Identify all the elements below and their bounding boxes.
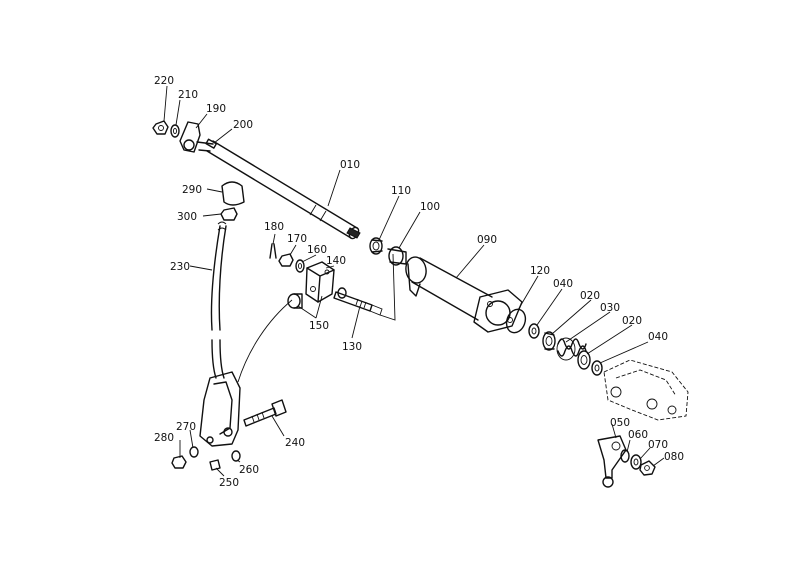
label-130: 130 <box>342 341 362 353</box>
label-110: 110 <box>391 185 411 197</box>
pin-200 <box>205 138 218 149</box>
label-140: 140 <box>326 255 346 267</box>
pin-130 <box>333 287 383 316</box>
washer-070 <box>630 454 642 470</box>
label-190: 190 <box>206 103 226 115</box>
label-030: 030 <box>600 302 620 314</box>
label-070: 070 <box>648 439 668 451</box>
label-060: 060 <box>628 429 648 441</box>
nut-080 <box>639 460 656 476</box>
washer-040-a <box>528 323 540 339</box>
bolt-240 <box>243 399 287 427</box>
collar-110 <box>369 237 383 255</box>
label-040-b: 040 <box>648 331 668 343</box>
label-230: 230 <box>170 261 190 273</box>
washer-040-b <box>591 360 603 376</box>
block-140 <box>305 261 335 303</box>
washer-060 <box>620 449 630 463</box>
lever-bracket <box>199 371 241 447</box>
washer-160 <box>295 259 305 273</box>
part-labels: 220 210 190 200 010 110 100 090 120 040 … <box>154 75 684 489</box>
label-280: 280 <box>154 432 174 444</box>
bushing-250 <box>209 459 221 471</box>
label-100: 100 <box>420 201 440 213</box>
leader-lines <box>163 85 665 477</box>
washer-270 <box>189 446 199 458</box>
label-170: 170 <box>287 233 307 245</box>
label-220: 220 <box>154 75 174 87</box>
washer-260 <box>231 450 241 462</box>
label-010: 010 <box>340 159 360 171</box>
o-ring-120 <box>505 308 527 334</box>
label-020-a: 020 <box>580 290 600 302</box>
washer-210 <box>170 124 180 138</box>
nut-220 <box>152 120 169 135</box>
spring-030 <box>556 337 587 361</box>
label-260: 260 <box>239 464 259 476</box>
nut-170 <box>278 253 294 267</box>
label-240: 240 <box>285 437 305 449</box>
label-080: 080 <box>664 451 684 463</box>
label-120: 120 <box>530 265 550 277</box>
knob-290 <box>221 181 245 206</box>
bushing-150 <box>287 293 303 309</box>
label-040-a: 040 <box>553 278 573 290</box>
housing-outline <box>603 359 689 421</box>
label-150: 150 <box>309 320 329 332</box>
label-160: 160 <box>307 244 327 256</box>
label-200: 200 <box>233 119 253 131</box>
shift-lever-230 <box>210 221 227 379</box>
rod-end-190 <box>179 121 214 153</box>
collar-020-b <box>577 350 591 370</box>
label-020-b: 020 <box>622 315 642 327</box>
nut-280 <box>171 455 187 469</box>
shift-rod <box>206 140 361 240</box>
label-270: 270 <box>176 421 196 433</box>
tube-090 <box>405 256 523 333</box>
label-050: 050 <box>610 417 630 429</box>
label-290: 290 <box>182 184 202 196</box>
cotter-pin-180 <box>269 243 277 259</box>
label-090: 090 <box>477 234 497 246</box>
collar-020-a <box>542 331 556 351</box>
label-180: 180 <box>264 221 284 233</box>
nut-300 <box>220 207 238 221</box>
bushing-100 <box>387 246 407 266</box>
label-300: 300 <box>177 211 197 223</box>
shift-arm-050 <box>597 435 627 488</box>
label-210: 210 <box>178 89 198 101</box>
label-250: 250 <box>219 477 239 489</box>
